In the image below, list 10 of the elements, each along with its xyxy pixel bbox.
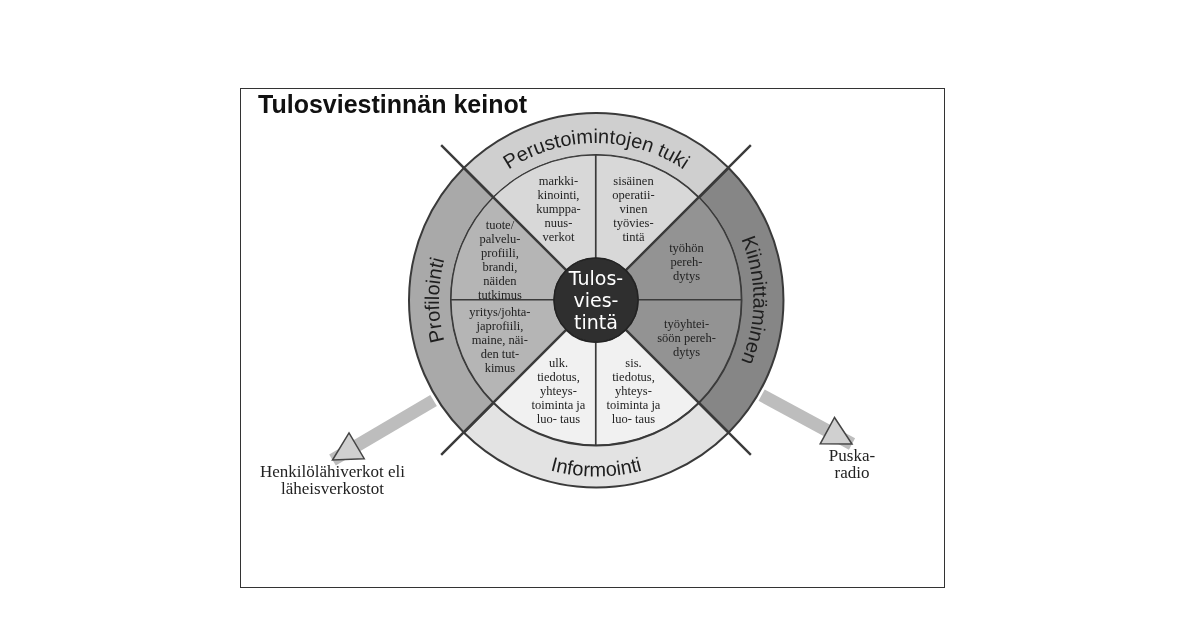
title: Tulosviestinnän keinot <box>258 90 528 119</box>
sector-text: ulk. tiedotus, yhteys- toiminta ja luo- taus <box>530 355 587 426</box>
center-label: Tulos- vies- tintä <box>568 267 624 333</box>
outcome-label: Puska- radio <box>812 447 892 481</box>
sector-text: työhön pereh- dytys <box>668 241 705 284</box>
ring-label: Informointi <box>548 452 644 481</box>
sector-text: sisäinen operatii- vinen työvies- tintä <box>611 174 656 245</box>
outcome-label: Henkilölähiverkot eli läheisverkostot <box>245 463 420 497</box>
sector-text: markki- kinointi, kumppa- nuus- verkot <box>535 174 582 245</box>
sector-text: yritys/johta- japrofiili, maine, näi- den tut- kimus <box>468 304 531 375</box>
